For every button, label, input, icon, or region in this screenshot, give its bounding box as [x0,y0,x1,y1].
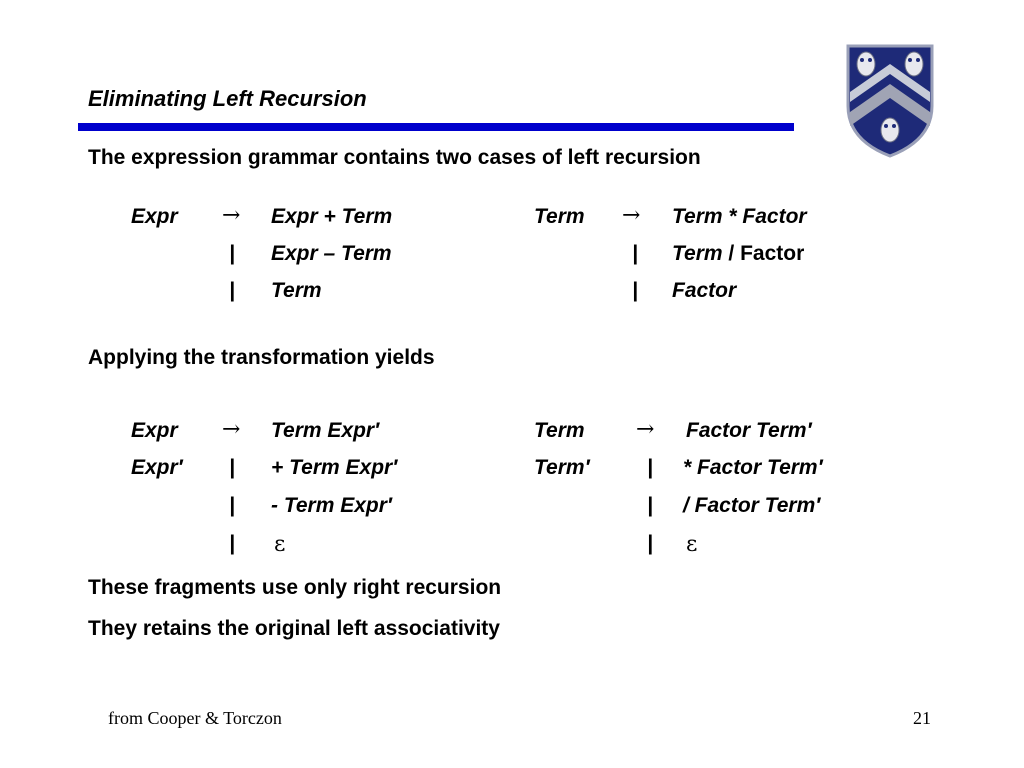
derives-arrow: → [222,417,241,442]
applying-statement: Applying the transformation yields [88,346,435,369]
t-exprp-lhs: Expr′ [131,456,183,479]
footer-source: from Cooper & Torczon [108,708,282,728]
t-termp-rhs-2: / Factor Term′ [683,494,821,517]
t-termp-lhs: Term′ [534,456,590,479]
note-left-associativity: They retains the original left associati… [88,617,500,640]
page-number: 21 [913,708,931,728]
t-term-lhs: Term [534,419,585,442]
t-expr-rhs: Term Expr′ [271,419,380,442]
note-right-recursion: These fragments use only right recursion [88,576,502,599]
alt-bar: | [647,532,653,555]
term-rhs-2: Term / Factor [672,242,804,266]
slide-title: Eliminating Left Recursion [88,86,367,111]
expr-rhs-3: Term [271,279,322,302]
alt-bar: | [632,242,638,265]
title-underline [78,123,794,131]
term-lhs: Term [534,205,585,228]
alt-bar: | [229,242,235,265]
expr-lhs: Expr [131,205,178,228]
owl-crest-icon [846,44,934,158]
alt-bar: | [229,532,235,555]
alt-bar: | [229,279,235,302]
term-rhs-3: Factor [672,279,737,302]
t-exprp-rhs-2: - Term Expr′ [271,494,392,517]
derives-arrow: → [636,417,655,442]
expr-rhs-2: Expr – Term [271,242,392,265]
t-expr-lhs: Expr [131,419,178,442]
term-rhs-1: Term * Factor [672,205,807,228]
epsilon-symbol: ε [686,532,698,557]
epsilon-symbol: ε [274,532,286,557]
alt-bar: | [632,279,638,302]
expr-rhs-1: Expr + Term [271,205,393,228]
derives-arrow: → [222,203,241,228]
derives-arrow: → [622,203,641,228]
alt-bar: | [229,456,235,479]
alt-bar: | [229,494,235,517]
alt-bar: | [647,456,653,479]
t-exprp-rhs-1: + Term Expr′ [271,456,398,479]
alt-bar: | [647,494,653,517]
t-termp-rhs-1: * Factor Term′ [683,456,823,479]
intro-statement: The expression grammar contains two case… [88,146,701,169]
term-rhs-2-italic: Term [672,242,723,265]
term-rhs-2-plain: / Factor [722,242,805,265]
t-term-rhs: Factor Term′ [686,419,812,442]
